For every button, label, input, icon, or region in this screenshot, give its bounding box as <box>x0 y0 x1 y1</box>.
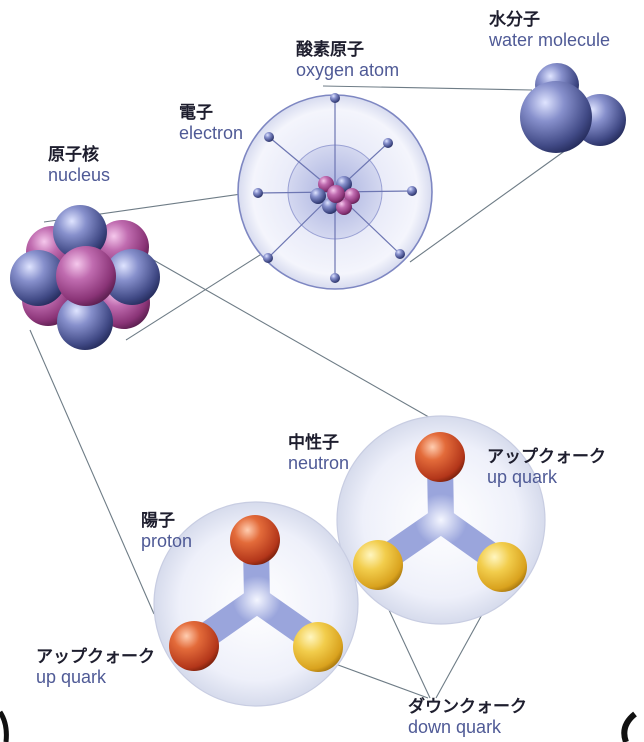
atom-nucleus-cluster <box>310 176 360 215</box>
up-quark-sphere <box>230 515 280 565</box>
label-proton-ja: 陽子 <box>141 511 175 531</box>
label-nucleus: 原子核 nucleus <box>48 145 110 186</box>
label-down-quark-ja: ダウンクォーク <box>408 697 527 717</box>
label-up-quark-neutron-en: up quark <box>487 467 558 488</box>
connector-nucleus-to-proton <box>29 329 155 615</box>
label-nucleus-en: nucleus <box>48 165 111 186</box>
label-nucleus-ja: 原子核 <box>48 145 99 165</box>
label-oxygen-atom-en: oxygen atom <box>296 60 400 81</box>
label-water-molecule-en: water molecule <box>489 30 611 51</box>
label-down-quark: ダウンクォーク down quark <box>408 697 527 738</box>
label-down-quark-en: down quark <box>408 717 502 738</box>
label-up-quark-proton-en: up quark <box>36 667 107 688</box>
cropped-mark-right <box>621 711 637 742</box>
electron-dot <box>264 132 274 142</box>
label-up-quark-proton: アップクォーク up quark <box>36 647 155 688</box>
nucleus-cluster <box>10 205 160 350</box>
connector-atom-to-water-top <box>322 85 533 91</box>
electron-dot <box>263 253 273 263</box>
label-water-molecule-ja: 水分子 <box>489 10 540 30</box>
electrons <box>253 93 417 283</box>
label-up-quark-neutron-ja: アップクォーク <box>487 447 606 467</box>
proton-particle <box>153 501 359 707</box>
label-electron-ja: 電子 <box>179 103 213 123</box>
electron-dot <box>395 249 405 259</box>
pointer-down-quark-proton <box>329 661 429 699</box>
oxygen-atom <box>237 93 433 290</box>
label-proton-en: proton <box>141 531 193 552</box>
down-quark-sphere <box>353 540 403 590</box>
up-quark-sphere <box>169 621 219 671</box>
label-up-quark-proton-ja: アップクォーク <box>36 647 155 667</box>
label-oxygen-atom-ja: 酸素原子 <box>296 40 364 60</box>
label-neutron-ja: 中性子 <box>288 433 339 453</box>
label-electron-en: electron <box>179 123 244 144</box>
neutron-particle <box>336 415 546 625</box>
label-oxygen-atom: 酸素原子 oxygen atom <box>296 40 399 81</box>
connector-nucleus-to-neutron <box>149 257 456 433</box>
electron-dot <box>330 273 340 283</box>
electron-dot <box>407 186 417 196</box>
down-quark-sphere <box>477 542 527 592</box>
connector-atom-to-water-bottom <box>409 149 567 263</box>
cropped-mark-left <box>0 710 9 742</box>
down-quark-sphere <box>293 622 343 672</box>
label-up-quark-neutron: アップクォーク up quark <box>487 447 606 488</box>
electron-dot <box>383 138 393 148</box>
label-neutron-en: neutron <box>288 453 350 474</box>
label-neutron: 中性子 neutron <box>288 433 349 474</box>
electron-dot <box>330 93 340 103</box>
label-water-molecule: 水分子 water molecule <box>489 10 610 51</box>
up-quark-sphere <box>415 432 465 482</box>
electron-dot <box>253 188 263 198</box>
water-molecule <box>520 63 626 153</box>
label-proton: 陽子 proton <box>141 511 192 552</box>
label-electron: 電子 electron <box>179 103 243 144</box>
